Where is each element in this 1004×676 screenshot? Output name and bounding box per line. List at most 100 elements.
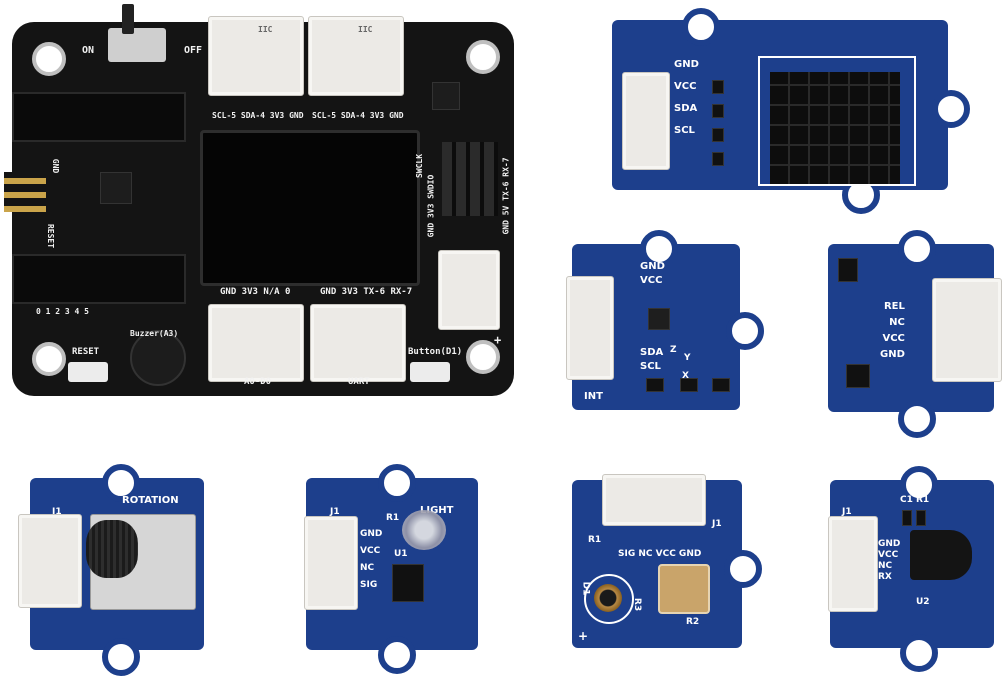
sensor-outline: [758, 56, 916, 186]
grove-connector-a0[interactable]: [208, 304, 304, 382]
switch-on-label: ON: [82, 45, 95, 56]
plus-label: +: [494, 333, 502, 347]
female-header-top[interactable]: [12, 92, 186, 142]
pin-label-nc: NC: [360, 563, 375, 573]
smd-component: [712, 80, 724, 94]
pin-label-vcc: VCC: [360, 546, 381, 556]
pin-label-rel: REL: [883, 301, 905, 312]
accelerometer-module: GND VCC SDA SCL Z Y X INT: [566, 230, 764, 410]
grove-connector-right[interactable]: [438, 250, 500, 330]
grove-connector-uart[interactable]: [310, 304, 406, 382]
main-expansion-board: ON OFF IIC IIC SCL-5 SDA-4 3V3 GND SCL-5…: [4, 4, 514, 396]
potentiometer-knob[interactable]: [86, 520, 138, 578]
rx-tx-right-label: GND 5V TX-6 RX-7: [501, 157, 511, 235]
rotation-title: ROTATION: [122, 495, 179, 506]
axis-x-label: X: [682, 371, 689, 381]
c1-label: C1: [900, 495, 913, 505]
transistor: [838, 258, 858, 282]
iic-1-pins-label: SCL-5 SDA-4 3V3 GND: [212, 111, 304, 120]
smd-component: [646, 378, 664, 392]
accelerometer-chip: [648, 308, 670, 330]
pin-label-sig: SIG: [360, 580, 378, 590]
mount-hole: [900, 466, 938, 504]
smd-component: [712, 128, 724, 142]
grove-connector[interactable]: [828, 516, 878, 612]
button-label: Button(D1): [408, 347, 463, 357]
grove-connector[interactable]: [932, 278, 1002, 382]
female-header-bottom[interactable]: [12, 254, 186, 304]
grove-connector[interactable]: [602, 474, 706, 526]
r1-label: R1: [386, 513, 400, 523]
smd-component: [902, 510, 912, 526]
int-label: INT: [584, 391, 603, 402]
pin-label-sda: SDA: [640, 347, 664, 358]
pin-label-gnd: GND: [674, 59, 699, 70]
trimmer-potentiometer[interactable]: [658, 564, 710, 614]
grove-connector[interactable]: [304, 516, 358, 610]
male-header-pins[interactable]: [4, 172, 46, 212]
a0-pins-label: GND 3V3 N/A 0: [220, 287, 291, 297]
r1-label: R1: [916, 495, 930, 505]
j1-label: J1: [330, 507, 340, 517]
u1-label: U1: [394, 549, 408, 559]
power-switch-lever[interactable]: [122, 4, 134, 34]
j1-label: J1: [52, 507, 62, 517]
smd-component: [712, 104, 724, 118]
grove-connector-iic-1[interactable]: [208, 16, 304, 96]
r2-label: R2: [686, 617, 700, 627]
smd-component: [712, 152, 724, 166]
pin-label-rx: RX: [878, 572, 892, 582]
mount-hole: [102, 638, 140, 676]
light-sensor-module: LIGHT J1 R1 U1 GND VCC NC SIG: [304, 464, 478, 674]
microphone-outline: [584, 574, 634, 624]
smd-component: [916, 510, 926, 526]
reset-vertical-label: RESET: [46, 223, 56, 249]
mount-hole: [102, 464, 140, 502]
op-amp-chip: [392, 564, 424, 602]
mount-hole: [466, 40, 500, 74]
ic-chip: [432, 82, 460, 110]
mount-hole: [466, 340, 500, 374]
pin-label-gnd: GND: [360, 529, 383, 539]
photoresistor: [402, 510, 446, 550]
mcu-chip: [100, 172, 132, 204]
mount-hole: [932, 90, 970, 128]
switch-off-label: OFF: [184, 45, 203, 56]
swd-header[interactable]: [442, 142, 498, 216]
pin-label-sda: SDA: [674, 103, 698, 114]
mount-hole: [726, 312, 764, 350]
grove-connector[interactable]: [18, 514, 82, 608]
power-switch[interactable]: [108, 28, 166, 62]
a0-label: A0-D0: [244, 377, 272, 387]
mount-hole: [32, 342, 66, 376]
pin-label-vcc: VCC: [640, 275, 663, 286]
sound-pins-label: SIG NC VCC GND: [618, 549, 702, 559]
ir-receiver-module: J1 C1 R1 U2 GND VCC NC RX: [828, 466, 994, 672]
microphone: [594, 584, 622, 612]
smd-component: [846, 364, 870, 388]
pin-label-vcc: VCC: [882, 333, 905, 344]
mount-hole: [724, 550, 762, 588]
u2-label: U2: [916, 597, 930, 607]
buzzer-label: Buzzer(A3): [130, 329, 179, 338]
reset-button[interactable]: [68, 362, 108, 382]
humidity-sensor: [770, 72, 900, 184]
numbers-label: 0 1 2 3 4 5: [36, 307, 89, 316]
uart-pins-label: GND 3V3 TX-6 RX-7: [320, 287, 413, 297]
oled-display: [200, 130, 420, 286]
pin-label-gnd: GND: [878, 539, 901, 549]
mount-hole: [32, 42, 66, 76]
mount-hole: [378, 636, 416, 674]
plus-label: +: [578, 629, 589, 643]
user-button[interactable]: [410, 362, 450, 382]
grove-connector-iic-2[interactable]: [308, 16, 404, 96]
axis-z-label: Z: [670, 345, 677, 355]
grove-connector[interactable]: [622, 72, 670, 170]
uart-label: UART: [348, 377, 370, 387]
pin-label-vcc: VCC: [878, 550, 899, 560]
iic-2-label: IIC: [358, 25, 373, 34]
light-title: LIGHT: [420, 505, 454, 516]
grove-connector[interactable]: [566, 276, 614, 380]
mount-hole: [898, 400, 936, 438]
mount-hole: [682, 8, 720, 46]
